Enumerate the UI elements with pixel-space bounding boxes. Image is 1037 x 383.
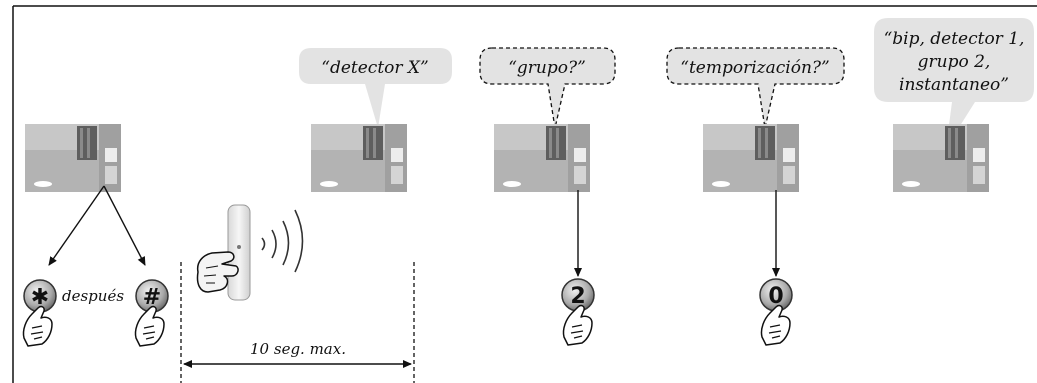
- bubble-timing-text: “temporización?”: [680, 58, 829, 78]
- control-panel-image-3: [494, 124, 590, 192]
- speech-bubble-timing: “temporización?”: [666, 47, 845, 129]
- hand-pressing-2-icon: [562, 304, 593, 346]
- bubble-group-text: “grupo?”: [508, 58, 586, 78]
- hand-pressing-0-icon: [760, 304, 791, 346]
- key-2-label: 2: [570, 284, 585, 309]
- speech-bubble-group: “grupo?”: [479, 47, 616, 129]
- hash-key-label: #: [143, 285, 161, 310]
- signal-waves-icon: [261, 209, 304, 273]
- control-panel-image-4: [703, 124, 799, 192]
- key-2: 2: [561, 278, 595, 312]
- arrow-to-hash-key: [103, 185, 146, 266]
- bubble-confirmation-line1: “bip, detector 1,: [884, 29, 1025, 49]
- star-key-label: ✱: [31, 285, 49, 310]
- despues-label: después: [62, 287, 124, 305]
- control-panel-image-2: [311, 124, 407, 192]
- key-0-label: 0: [768, 284, 783, 309]
- control-panel-image-5: [893, 124, 989, 192]
- arrow-to-star-key: [48, 185, 105, 266]
- control-panel-image-1: [25, 124, 121, 192]
- bubble-confirmation-line2: grupo 2,: [918, 52, 991, 72]
- timing-label: 10 seg. max.: [250, 340, 346, 358]
- bubble-confirmation-line3: instantaneo”: [899, 75, 1009, 95]
- hand-pressing-star-icon: [22, 305, 53, 347]
- hand-pressing-detector-icon: [196, 251, 239, 293]
- bubble-detector-text: “detector X”: [321, 58, 428, 78]
- hand-pressing-hash-icon: [134, 305, 165, 347]
- speech-bubble-detector: “detector X”: [299, 48, 452, 128]
- key-0: 0: [759, 278, 793, 312]
- speech-bubble-confirmation: “bip, detector 1, grupo 2, instantaneo”: [874, 18, 1034, 148]
